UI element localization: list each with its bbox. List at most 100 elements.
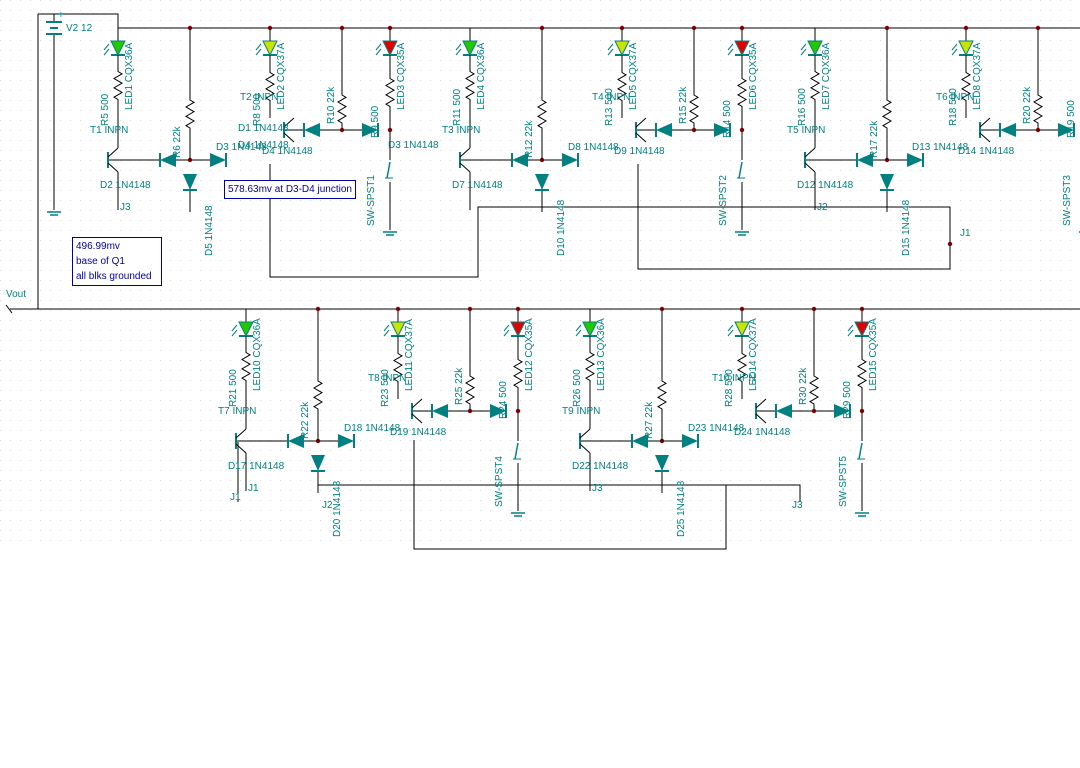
wires — [10, 13, 1080, 550]
junction-node — [267, 25, 273, 31]
bias-resistor-label: R6 22k — [172, 125, 183, 158]
led-label: LED3 CQX35A — [396, 42, 407, 110]
junction-node — [691, 25, 697, 31]
transistor-label: T6 INPN — [936, 92, 974, 103]
led-ray — [231, 329, 238, 337]
base-voltage-note: 496.99mv base of Q1 all blks grounded — [72, 237, 162, 286]
resistor — [737, 336, 747, 399]
resistor-label: R29 500 — [842, 381, 853, 419]
switch-lever — [858, 442, 863, 460]
junction-node — [1035, 127, 1041, 133]
junction-node — [884, 25, 890, 31]
transistor-label: T1 INPN — [90, 125, 128, 136]
junction-node — [739, 25, 745, 31]
led-ray — [575, 324, 582, 332]
diode — [857, 153, 873, 167]
led-ray — [847, 329, 854, 337]
return-wire — [413, 440, 727, 550]
junction-node — [539, 25, 545, 31]
transistor-emitter — [411, 413, 423, 424]
junction-node — [1035, 25, 1041, 31]
jumper-label: J3 — [792, 500, 803, 511]
switch-lever — [738, 161, 743, 179]
transistor-emitter — [235, 443, 247, 454]
transistor-collector — [635, 117, 647, 128]
junction-voltage-note: 578.63mv at D3-D4 junction — [224, 180, 356, 199]
led-label: LED6 CQX35A — [748, 42, 759, 110]
ground-diode-label: D15 1N4148 — [901, 199, 912, 256]
resistor-label: R16 500 — [797, 88, 808, 126]
led-label: LED5 CQX37A — [628, 42, 639, 110]
jumper-label: J2 — [817, 202, 828, 213]
resistor — [113, 55, 123, 116]
diode-label: D2 1N4148 — [100, 180, 151, 191]
led-ray — [255, 48, 262, 56]
bias-resistor-label: R12 22k — [524, 120, 535, 158]
resistor-label: R5 500 — [100, 93, 111, 126]
led-label: LED2 CQX37A — [276, 42, 287, 110]
transistor-collector — [235, 428, 247, 439]
resistor — [393, 336, 403, 399]
resistor — [337, 88, 347, 130]
diode-label: D17 1N4148 — [228, 461, 285, 472]
transistor-label: T10 INPN — [712, 373, 756, 384]
led-ray — [103, 48, 110, 56]
vout-label: Vout — [6, 289, 26, 300]
diode — [288, 434, 304, 448]
diode — [210, 153, 226, 167]
ground-diode-label: D25 1N4148 — [676, 480, 687, 537]
resistor — [1033, 88, 1043, 130]
resistor — [737, 55, 747, 130]
resistor-label: R23 500 — [380, 369, 391, 407]
junction-node — [859, 306, 865, 312]
led-ray — [607, 43, 614, 51]
resistor-label: R28 500 — [724, 369, 735, 407]
led — [614, 40, 630, 57]
jumper-label: J1 — [960, 228, 971, 239]
diode — [1058, 123, 1074, 137]
resistor-label: R11 500 — [452, 88, 463, 126]
led-ray — [727, 48, 734, 56]
led-ray — [951, 43, 958, 51]
diode — [490, 404, 506, 418]
junction-node — [187, 25, 193, 31]
led-label: LED13 CQX36A — [596, 318, 607, 391]
diode — [160, 153, 176, 167]
transistor-emitter — [283, 132, 295, 143]
resistor-label: R13 500 — [604, 88, 615, 126]
resistor — [657, 349, 667, 441]
resistor-label: R8 500 — [252, 93, 263, 126]
junction-node — [811, 306, 817, 312]
led-label: LED15 CQX35A — [868, 318, 879, 391]
junction-node — [387, 25, 393, 31]
led-ray — [103, 43, 110, 51]
transistor-label: T5 INPN — [787, 125, 825, 136]
diode-label: D24 1N4148 — [734, 427, 791, 438]
ground-diode-label: D5 1N4148 — [204, 205, 215, 256]
bias-resistor-label: R25 22k — [454, 367, 465, 405]
transistor-collector — [411, 398, 423, 409]
resistor-label: R26 500 — [572, 369, 583, 407]
transistor-label: T8 INPN — [368, 373, 406, 384]
switch-label: SW-SPST2 — [718, 175, 729, 226]
led — [734, 40, 750, 57]
junction-node — [387, 127, 393, 133]
led-ray — [455, 43, 462, 51]
junction-node — [339, 127, 345, 133]
bias-resistor-label: R22 22k — [300, 401, 311, 439]
junction-node — [339, 25, 345, 31]
chain-diode-label: D3 1N4148 — [216, 142, 267, 153]
junction-node — [963, 25, 969, 31]
diode-label: D12 1N4148 — [797, 180, 854, 191]
diode — [512, 153, 528, 167]
resistor — [513, 336, 523, 411]
resistor-label: R21 500 — [228, 369, 239, 407]
chain-diode-label: D8 1N4148 — [568, 142, 619, 153]
led-ray — [375, 48, 382, 56]
diode — [362, 123, 378, 137]
led — [807, 40, 823, 57]
ground-diode-label: D10 1N4148 — [556, 199, 567, 256]
diode-label: D14 1N4148 — [958, 146, 1015, 157]
junction-node — [811, 408, 817, 414]
